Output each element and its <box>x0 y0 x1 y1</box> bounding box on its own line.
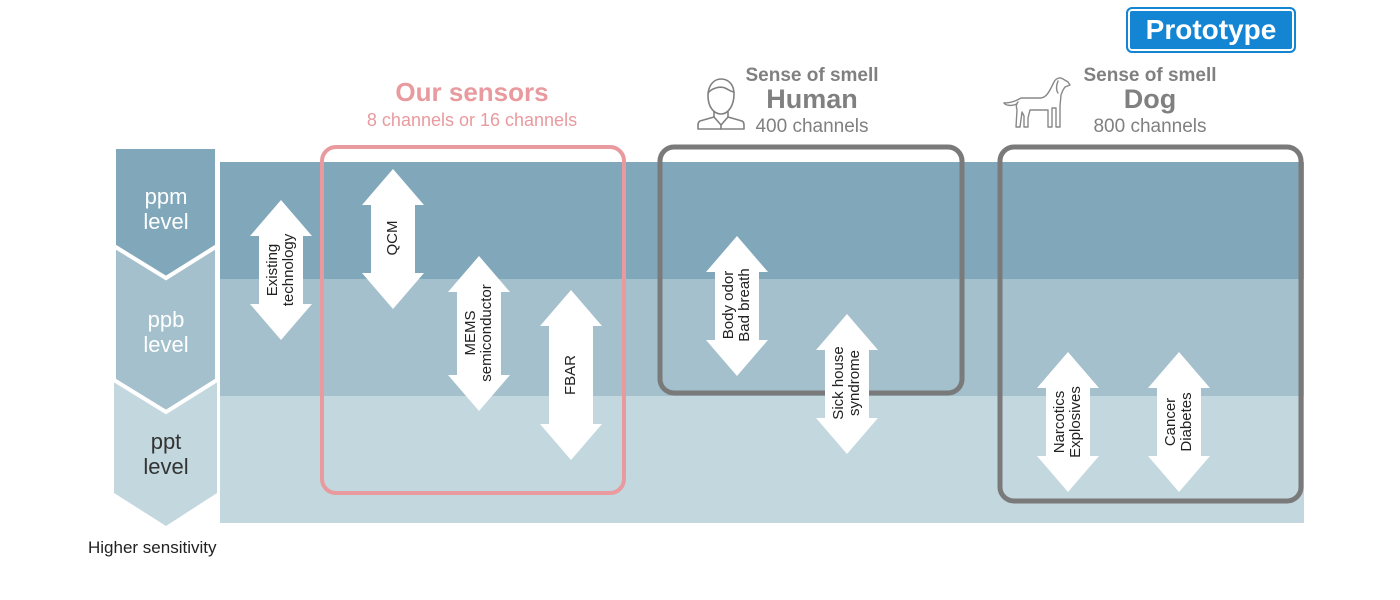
level-label-ppm: ppm level <box>116 184 216 234</box>
level-name: ppm <box>144 184 188 209</box>
level-chevron-ppt <box>114 380 217 526</box>
level-name: ppb <box>147 307 185 332</box>
person-icon <box>697 78 745 130</box>
prototype-badge: Prototype <box>1126 7 1296 53</box>
dog-title: Dog <box>1123 84 1177 114</box>
arrow-label-fbar: FBAR <box>562 354 579 396</box>
dog-caption: Sense of smell <box>1083 65 1217 86</box>
our-sensors-subtitle: 8 channels or 16 channels <box>366 110 578 130</box>
level-name: ppt <box>150 429 182 454</box>
level-suffix: level <box>143 454 189 479</box>
our-sensors-box <box>320 145 626 495</box>
our-sensors-title: Our sensors <box>395 77 549 107</box>
narcotics-arrow <box>1037 352 1099 492</box>
arrow-label-existing-technology: Existing technology <box>264 233 297 307</box>
existing-technology-arrow <box>250 200 312 340</box>
higher-sensitivity-label: Higher sensitivity <box>88 538 217 557</box>
mems-arrow <box>448 256 510 411</box>
arrow-label-narcotics: Narcotics Explosives <box>1051 386 1084 458</box>
level-suffix: level <box>143 209 189 234</box>
body-odor-arrow <box>706 236 768 376</box>
fbar-arrow <box>540 290 602 460</box>
level-label-ppt: ppt level <box>116 429 216 479</box>
level-label-ppb: ppb level <box>116 307 216 357</box>
qcm-arrow <box>362 169 424 309</box>
dog-icon <box>1003 77 1071 128</box>
arrow-label-mems: MEMS semiconductor <box>462 284 495 382</box>
arrow-label-body-odor: Body odor Bad breath <box>720 268 753 342</box>
sick-house-arrow <box>816 314 878 454</box>
human-channels: 400 channels <box>755 116 869 137</box>
arrow-label-cancer: Cancer Diabetes <box>1162 392 1195 452</box>
dog-box <box>997 144 1304 504</box>
level-suffix: level <box>143 332 189 357</box>
human-title: Human <box>766 84 858 114</box>
human-caption: Sense of smell <box>745 65 879 86</box>
human-box <box>657 144 965 396</box>
arrow-label-qcm: QCM <box>384 220 401 256</box>
arrow-label-sick-house: Sick house syndrome <box>830 346 863 420</box>
cancer-arrow <box>1148 352 1210 492</box>
dog-channels: 800 channels <box>1093 116 1207 137</box>
band-ppt <box>220 396 1304 523</box>
